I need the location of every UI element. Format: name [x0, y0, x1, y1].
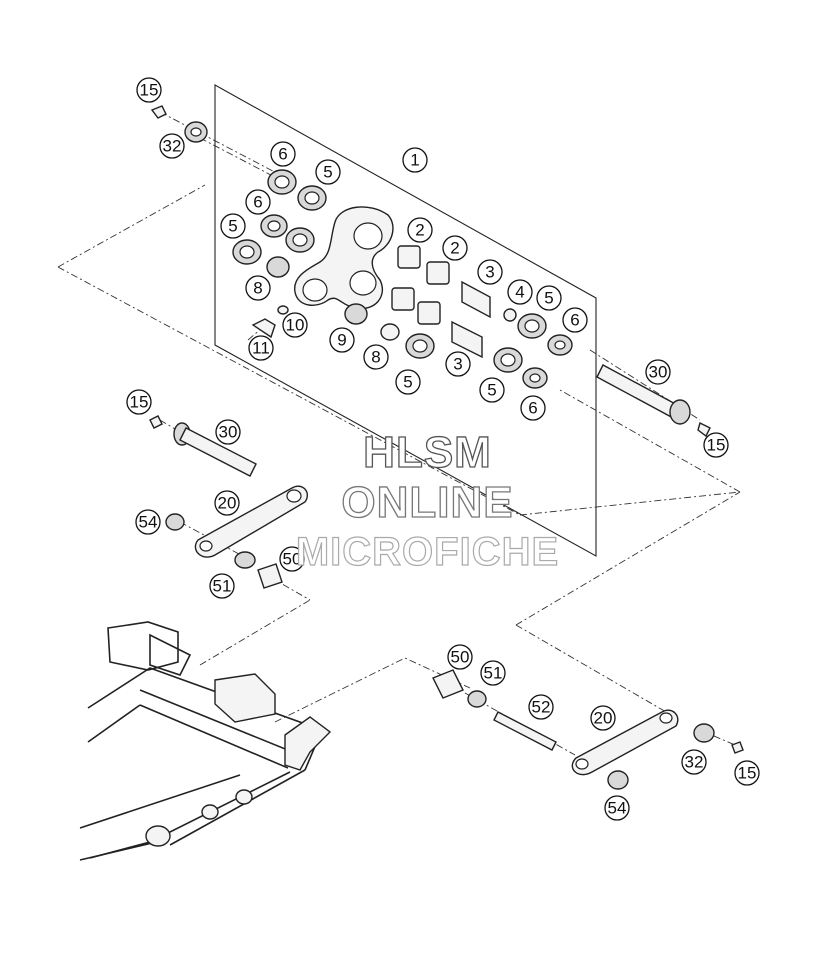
callout-15: 15	[126, 389, 152, 415]
callout-51: 51	[480, 660, 506, 686]
left-bolt-30	[149, 415, 257, 477]
svg-text:3: 3	[485, 263, 494, 282]
callout-20: 20	[214, 490, 240, 516]
callout-54: 54	[604, 795, 630, 821]
callout-11: 11	[248, 335, 274, 361]
callout-5: 5	[395, 369, 421, 395]
assembly-dashed-lines	[57, 111, 741, 756]
callout-50: 50	[447, 644, 473, 670]
svg-text:6: 6	[278, 145, 287, 164]
callout-5: 5	[315, 159, 341, 185]
callout-2: 2	[407, 217, 433, 243]
svg-text:54: 54	[139, 513, 158, 532]
svg-text:5: 5	[403, 373, 412, 392]
svg-text:6: 6	[253, 193, 262, 212]
callout-54: 54	[135, 509, 161, 535]
callout-6: 6	[520, 395, 546, 421]
svg-text:5: 5	[323, 163, 332, 182]
svg-text:9: 9	[337, 331, 346, 350]
callout-8: 8	[245, 275, 271, 301]
svg-text:8: 8	[371, 348, 380, 367]
callout-15: 15	[703, 432, 729, 458]
callout-15: 15	[136, 77, 162, 103]
upper-left-nut-and-cap	[150, 105, 208, 143]
callout-8: 8	[363, 344, 389, 370]
svg-text:5: 5	[487, 381, 496, 400]
svg-text:51: 51	[213, 577, 232, 596]
svg-text:6: 6	[570, 311, 579, 330]
callout-52: 52	[528, 694, 554, 720]
svg-text:5: 5	[228, 217, 237, 236]
svg-text:11: 11	[252, 339, 270, 358]
callout-6: 6	[245, 189, 271, 215]
assembly-outline-box	[214, 84, 597, 557]
callout-9: 9	[329, 327, 355, 353]
callout-3: 3	[477, 259, 503, 285]
svg-text:30: 30	[649, 363, 668, 382]
callout-32: 32	[159, 133, 185, 159]
svg-text:15: 15	[738, 764, 757, 783]
callout-10: 10	[282, 312, 308, 338]
callout-5: 5	[220, 213, 246, 239]
svg-text:20: 20	[594, 709, 613, 728]
svg-text:2: 2	[450, 239, 459, 258]
rocker-link	[294, 206, 394, 310]
bearings-and-bushings	[232, 169, 573, 389]
callout-6: 6	[270, 141, 296, 167]
svg-text:50: 50	[451, 648, 470, 667]
svg-text:30: 30	[219, 423, 238, 442]
svg-text:5: 5	[544, 289, 553, 308]
callout-4: 4	[507, 279, 533, 305]
callout-2: 2	[442, 235, 468, 261]
right-bolt-30	[596, 364, 711, 438]
svg-text:1: 1	[410, 151, 419, 170]
svg-text:52: 52	[532, 698, 551, 717]
svg-text:20: 20	[218, 494, 237, 513]
callout-5: 5	[536, 285, 562, 311]
svg-text:54: 54	[608, 799, 627, 818]
svg-text:6: 6	[528, 399, 537, 418]
svg-text:15: 15	[140, 81, 159, 100]
svg-text:8: 8	[253, 279, 262, 298]
svg-text:32: 32	[685, 753, 704, 772]
callout-20: 20	[590, 705, 616, 731]
callout-32: 32	[681, 749, 707, 775]
callout-30: 30	[215, 419, 241, 445]
svg-text:51: 51	[484, 664, 503, 683]
upper-pull-rod-hardware	[165, 513, 283, 589]
callout-51: 51	[209, 573, 235, 599]
callout-50: 50	[279, 546, 305, 572]
upper-pull-rod	[194, 485, 309, 558]
svg-text:15: 15	[130, 393, 149, 412]
callout-1: 1	[402, 147, 428, 173]
svg-text:10: 10	[286, 316, 305, 335]
callout-3: 3	[445, 351, 471, 377]
lower-pull-rod-assembly	[432, 669, 744, 790]
svg-text:15: 15	[707, 436, 726, 455]
callout-30: 30	[645, 359, 671, 385]
svg-text:3: 3	[453, 355, 462, 374]
callout-5: 5	[479, 377, 505, 403]
svg-text:2: 2	[415, 221, 424, 240]
callout-15: 15	[734, 760, 760, 786]
swingarm-frame	[79, 621, 332, 861]
svg-text:50: 50	[283, 550, 302, 569]
callout-6: 6	[562, 307, 588, 333]
svg-text:4: 4	[515, 283, 524, 302]
svg-text:32: 32	[163, 137, 182, 156]
